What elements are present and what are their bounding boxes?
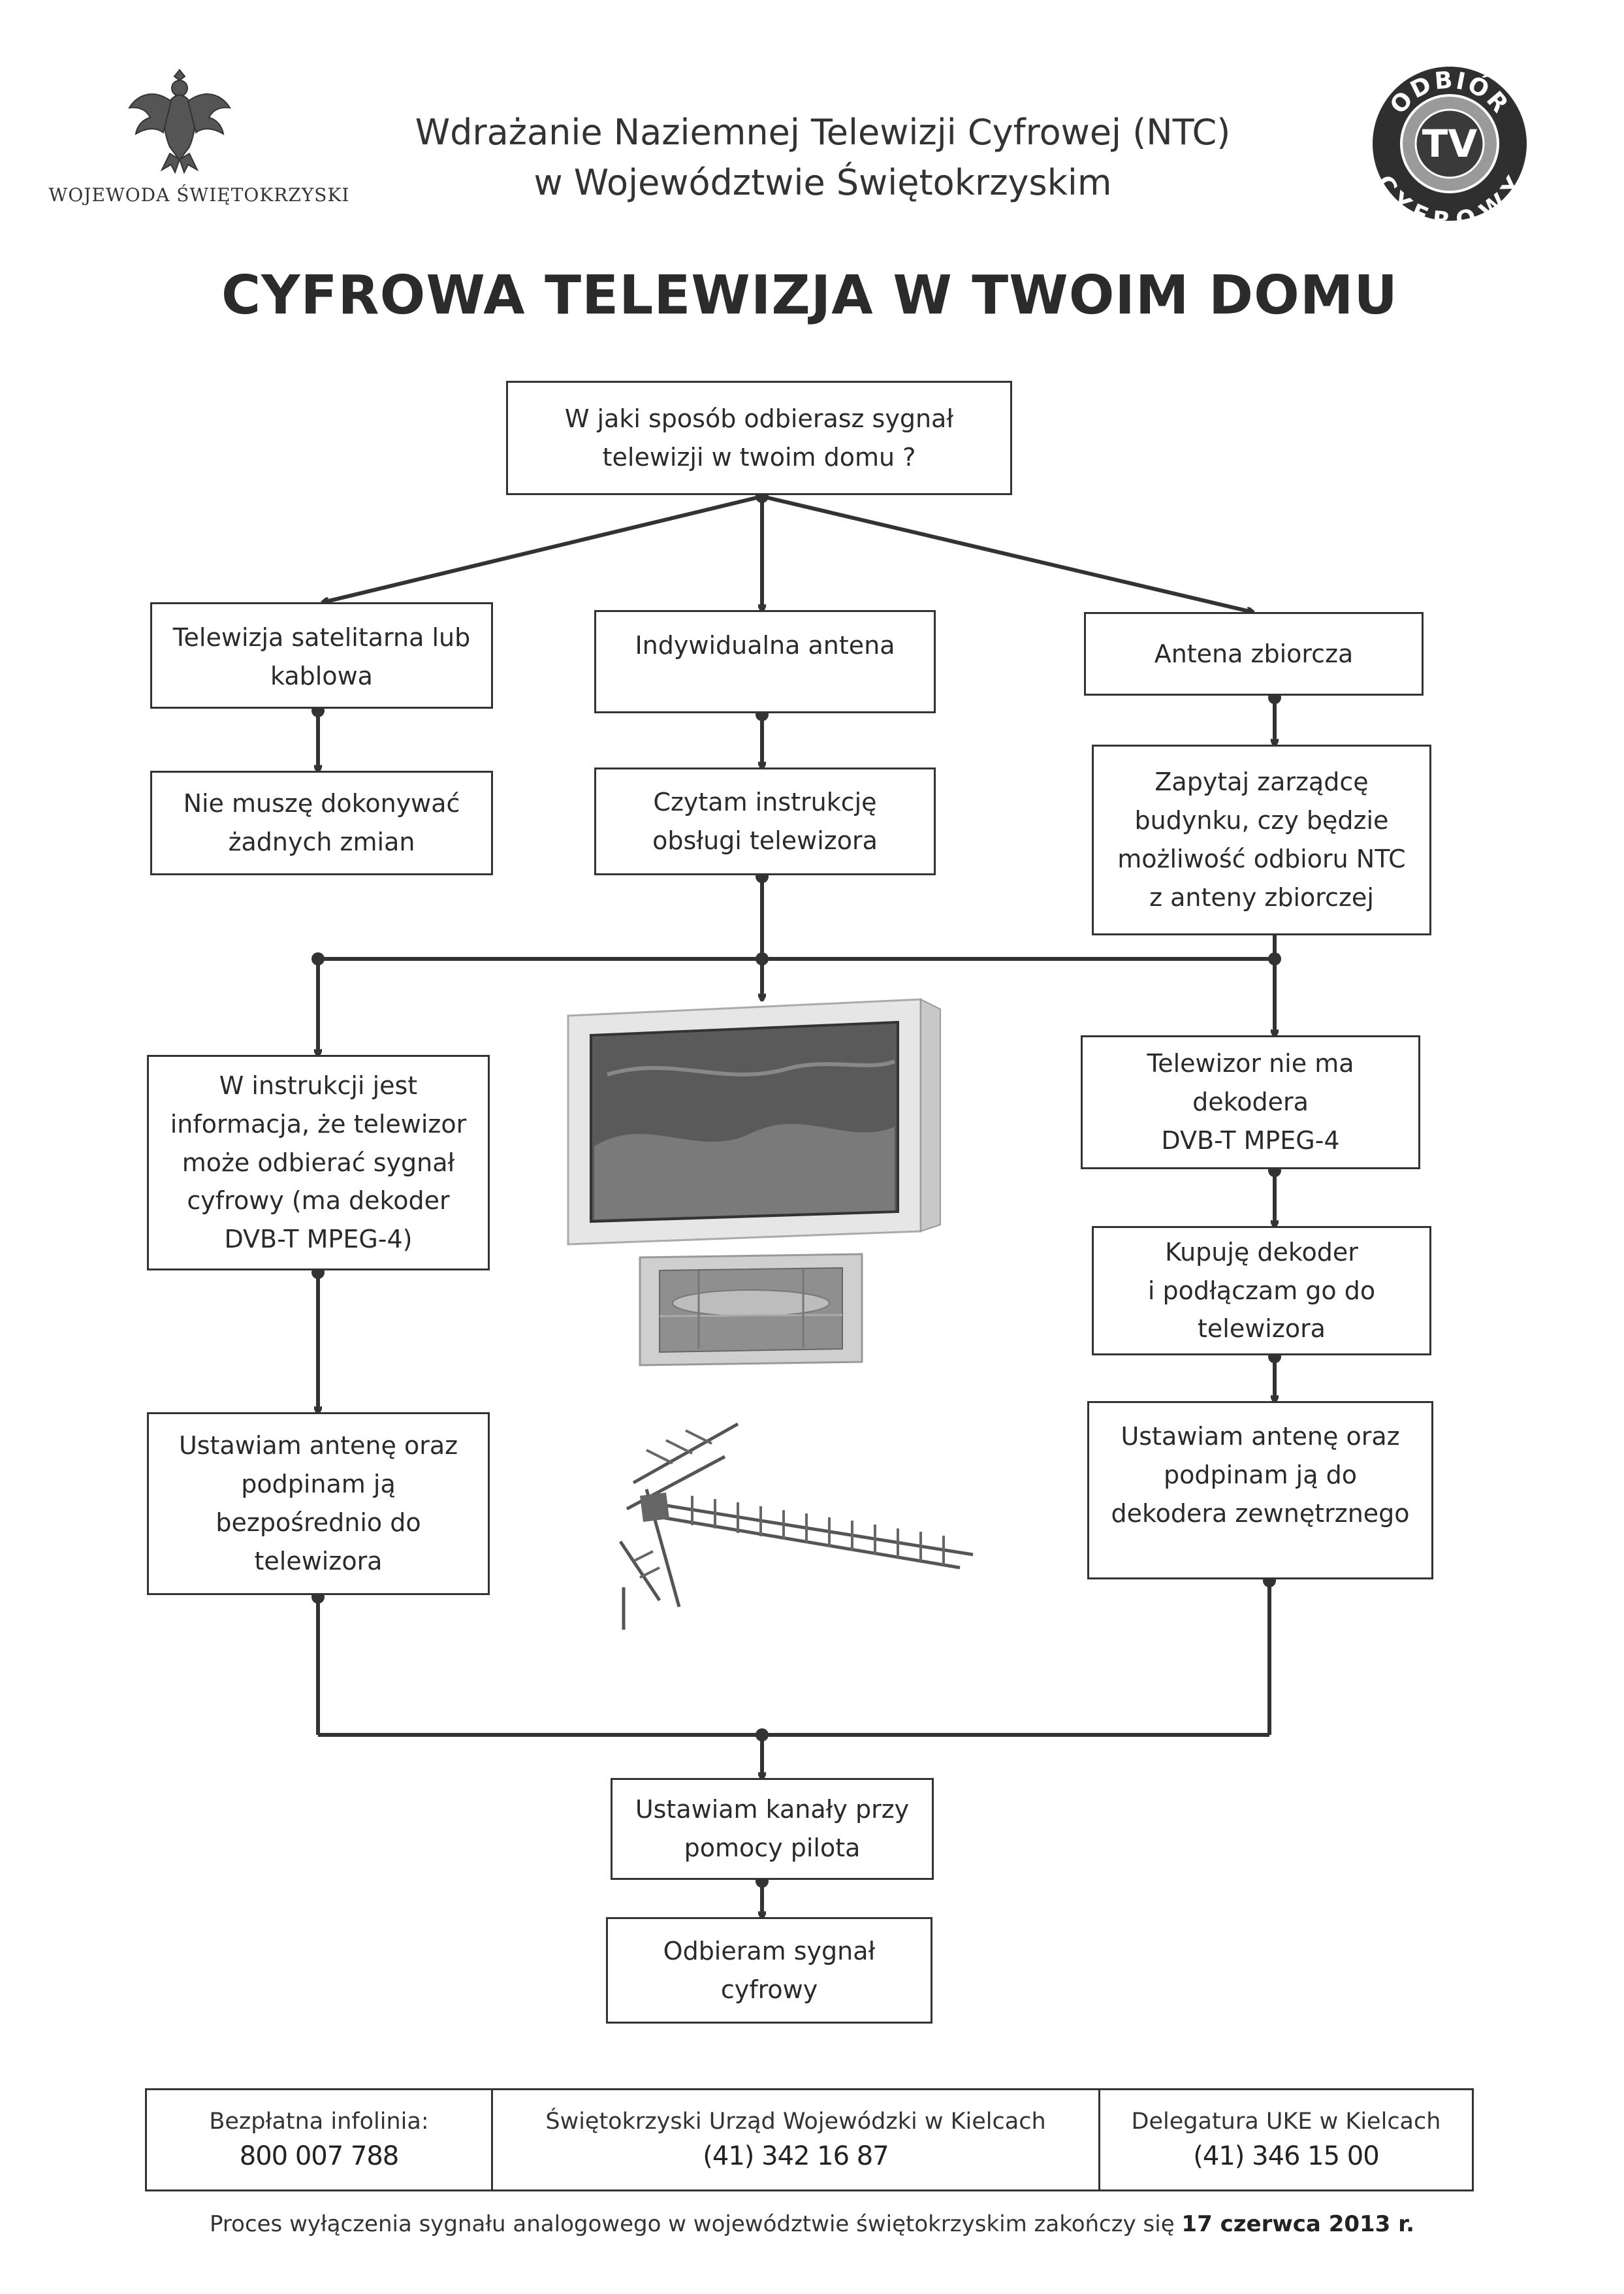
read-manual-box: Czytam instrukcję obsługi telewizora bbox=[594, 767, 936, 875]
buy-decoder-line1: Kupuję dekoder bbox=[1165, 1237, 1358, 1267]
header-title-line2: w Województwie Świętokrzyskim bbox=[533, 161, 1112, 203]
antenna-decoder-line3: dekodera zewnętrznego bbox=[1111, 1498, 1410, 1528]
ask-manager-line3: możliwość odbioru NTC bbox=[1117, 845, 1406, 873]
satellite-line2: kablowa bbox=[270, 661, 373, 690]
has-decoder-line5: DVB-T MPEG-4) bbox=[224, 1225, 413, 1254]
antenna-decoder-line2: podpinam ją do bbox=[1164, 1460, 1357, 1489]
no-changes-box: Nie muszę dokonywać żadnych zmian bbox=[150, 771, 493, 875]
ask-manager-line4: z anteny zbiorczej bbox=[1149, 882, 1374, 912]
header-title: Wdrażanie Naziemnej Telewizji Cyfrowej (… bbox=[366, 108, 1280, 208]
has-decoder-line2: informacja, że telewizor bbox=[170, 1109, 467, 1139]
antenna-tv-line3: bezpośrednio do bbox=[215, 1508, 421, 1537]
voivode-label: WOJEWODA ŚWIĘTOKRZYSKI bbox=[48, 184, 350, 206]
info-table: Bezpłatna infolinia: 800 007 788 Świętok… bbox=[145, 2088, 1474, 2191]
receive-line2: cyfrowy bbox=[720, 1975, 818, 2004]
info-office-cell: Świętokrzyski Urząd Wojewódzki w Kielcac… bbox=[493, 2090, 1100, 2189]
antenna-tv-line4: telewizora bbox=[254, 1546, 383, 1575]
info-office-label: Świętokrzyski Urząd Wojewódzki w Kielcac… bbox=[545, 2108, 1046, 2135]
no-decoder-box: Telewizor nie ma dekodera DVB-T MPEG-4 bbox=[1081, 1035, 1420, 1169]
has-decoder-box: W instrukcji jest informacja, że telewiz… bbox=[147, 1055, 490, 1270]
individual-line1: Indywidualna antena bbox=[635, 631, 895, 660]
receive-signal-box: Odbieram sygnał cyfrowy bbox=[606, 1917, 932, 2024]
info-hotline-label: Bezpłatna infolinia: bbox=[209, 2108, 429, 2135]
antenna-tv-line2: podpinam ją bbox=[241, 1470, 396, 1499]
badge-center-text: TV bbox=[1422, 121, 1478, 166]
ask-manager-box: Zapytaj zarządcę budynku, czy będzie moż… bbox=[1092, 745, 1431, 935]
buy-decoder-box: Kupuję dekoder i podłączam go do telewiz… bbox=[1092, 1226, 1431, 1355]
ask-manager-line2: budynku, czy będzie bbox=[1134, 806, 1389, 835]
footer-note-date: 17 czerwca 2013 r. bbox=[1181, 2211, 1414, 2237]
info-hotline-cell: Bezpłatna infolinia: 800 007 788 bbox=[147, 2090, 493, 2189]
has-decoder-line3: może odbierać sygnał bbox=[182, 1148, 455, 1177]
antenna-illustration bbox=[607, 1411, 986, 1633]
receive-line1: Odbieram sygnał bbox=[663, 1936, 876, 1965]
no-decoder-line1: Telewizor nie ma bbox=[1147, 1049, 1354, 1078]
collective-antenna-box: Antena zbiorcza bbox=[1084, 612, 1424, 696]
collective-line1: Antena zbiorcza bbox=[1154, 639, 1354, 668]
info-uke-phone: (41) 346 15 00 bbox=[1193, 2141, 1379, 2171]
antenna-tv-box: Ustawiam antenę oraz podpinam ją bezpośr… bbox=[147, 1412, 490, 1595]
antenna-tv-line1: Ustawiam antenę oraz bbox=[178, 1431, 458, 1461]
has-decoder-line1: W instrukcji jest bbox=[219, 1071, 418, 1100]
individual-antenna-box: Indywidualna antena bbox=[594, 610, 936, 713]
info-uke-label: Delegatura UKE w Kielcach bbox=[1131, 2108, 1441, 2135]
satellite-cable-box: Telewizja satelitarna lub kablowa bbox=[150, 602, 493, 709]
read-manual-line2: obsługi telewizora bbox=[652, 826, 878, 855]
read-manual-line1: Czytam instrukcję bbox=[653, 787, 877, 816]
footer-note-text: Proces wyłączenia sygnału analogowego w … bbox=[210, 2211, 1182, 2237]
tv-cyfrowy-badge: ODBIÓR CYFROWY TV bbox=[1368, 62, 1531, 235]
no-decoder-line2: dekodera bbox=[1192, 1088, 1309, 1117]
main-title: CYFROWA TELEWIZJA W TWOIM DOMU bbox=[221, 265, 1399, 327]
ask-manager-line1: Zapytaj zarządcę bbox=[1154, 767, 1369, 797]
info-uke-cell: Delegatura UKE w Kielcach (41) 346 15 00 bbox=[1100, 2090, 1472, 2189]
eagle-emblem bbox=[124, 62, 235, 176]
antenna-decoder-box: Ustawiam antenę oraz podpinam ją do deko… bbox=[1087, 1401, 1433, 1579]
buy-decoder-line2: i podłączam go do bbox=[1147, 1276, 1376, 1305]
question-box: W jaki sposób odbierasz sygnał telewizji… bbox=[506, 381, 1012, 495]
set-channels-box: Ustawiam kanały przy pomocy pilota bbox=[611, 1778, 934, 1880]
no-decoder-line3: DVB-T MPEG-4 bbox=[1161, 1125, 1340, 1155]
no-changes-line1: Nie muszę dokonywać bbox=[183, 789, 460, 818]
has-decoder-line4: cyfrowy (ma dekoder bbox=[187, 1186, 450, 1216]
antenna-decoder-line1: Ustawiam antenę oraz bbox=[1121, 1422, 1400, 1451]
no-changes-line2: żadnych zmian bbox=[228, 828, 415, 856]
set-channels-line1: Ustawiam kanały przy bbox=[635, 1795, 910, 1824]
header-title-line1: Wdrażanie Naziemnej Telewizji Cyfrowej (… bbox=[415, 112, 1231, 153]
info-hotline-phone: 800 007 788 bbox=[239, 2141, 399, 2171]
question-line1: W jaki sposób odbierasz sygnał bbox=[564, 404, 954, 433]
buy-decoder-line3: telewizora bbox=[1198, 1314, 1326, 1344]
footer-note: Proces wyłączenia sygnału analogowego w … bbox=[65, 2211, 1559, 2237]
satellite-line1: Telewizja satelitarna lub bbox=[172, 623, 471, 652]
info-office-phone: (41) 342 16 87 bbox=[703, 2141, 889, 2171]
question-line2: telewizji w twoim domu ? bbox=[602, 442, 916, 472]
tv-set-illustration bbox=[555, 996, 973, 1375]
set-channels-line2: pomocy pilota bbox=[684, 1834, 861, 1862]
